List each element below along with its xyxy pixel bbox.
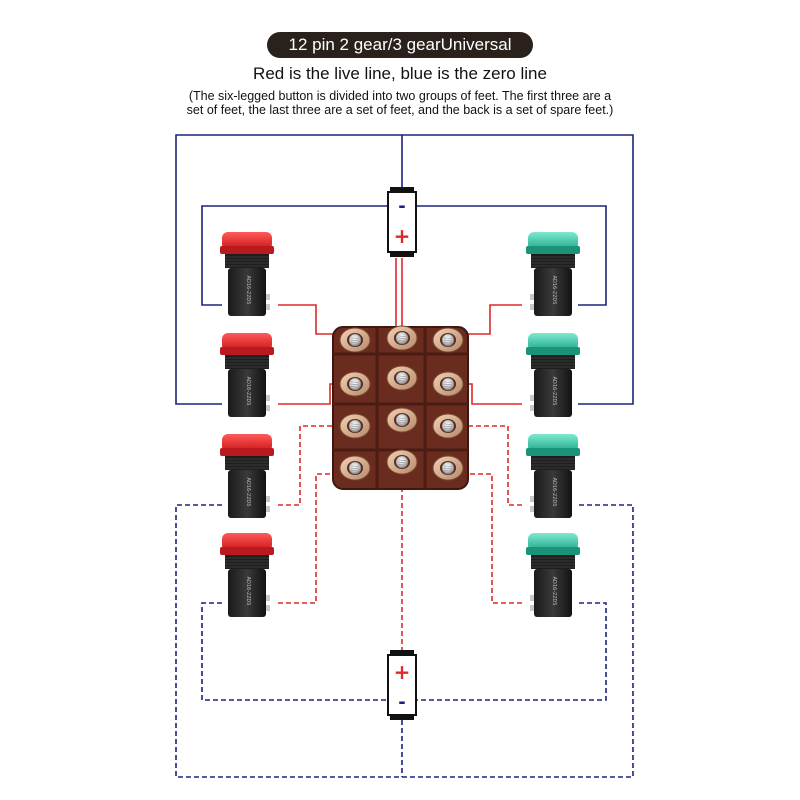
- lamp-model-label: AD16-22DS: [245, 577, 251, 606]
- switch-terminal: [432, 327, 464, 353]
- switch-terminal: [339, 371, 371, 397]
- switch-terminal: [432, 413, 464, 439]
- indicator-lamps: AD16-22DS AD16-22DS AD16-22DS AD16-22DS AD16…: [220, 232, 580, 617]
- red-indicator-lamp: AD16-22DS: [220, 333, 274, 417]
- battery-bottom-plus: +: [394, 660, 411, 684]
- switch-terminals: [339, 325, 464, 481]
- green-indicator-lamp: AD16-22DS: [526, 434, 580, 518]
- battery-bottom: + -: [387, 650, 417, 720]
- red-indicator-lamp: AD16-22DS: [220, 533, 274, 617]
- switch-terminal: [386, 449, 418, 475]
- lamp-model-label: AD16-22DS: [245, 478, 251, 507]
- green-indicator-lamp: AD16-22DS: [526, 533, 580, 617]
- title-badge: 12 pin 2 gear/3 gearUniversal: [267, 32, 533, 58]
- note-line-1: (The six-legged button is divided into t…: [188, 89, 612, 103]
- lamp-model-label: AD16-22DS: [551, 478, 557, 507]
- lamp-model-label: AD16-22DS: [551, 577, 557, 606]
- battery-bottom-minus: -: [398, 692, 405, 713]
- battery-top-plus: +: [394, 224, 411, 248]
- switch-terminal: [432, 455, 464, 481]
- switch-terminal: [386, 365, 418, 391]
- green-indicator-lamp: AD16-22DS: [526, 333, 580, 417]
- lamp-model-label: AD16-22DS: [551, 276, 557, 305]
- lamp-model-label: AD16-22DS: [245, 276, 251, 305]
- note: (The six-legged button is divided into t…: [150, 89, 650, 117]
- green-indicator-lamp: AD16-22DS: [526, 232, 580, 316]
- red-indicator-lamp: AD16-22DS: [220, 232, 274, 316]
- subtitle: Red is the live line, blue is the zero l…: [253, 64, 547, 83]
- battery-top: - +: [387, 187, 417, 257]
- battery-top-minus: -: [398, 196, 405, 217]
- lamp-model-label: AD16-22DS: [551, 377, 557, 406]
- rotary-switch: [332, 325, 469, 490]
- switch-terminal: [339, 413, 371, 439]
- switch-terminal: [386, 325, 418, 351]
- switch-terminal: [339, 327, 371, 353]
- neutral-wires-top: [175, 134, 634, 405]
- note-line-2: set of feet, the last three are a set of…: [186, 103, 614, 117]
- switch-terminal: [339, 455, 371, 481]
- switch-terminal: [432, 371, 464, 397]
- red-indicator-lamp: AD16-22DS: [220, 434, 274, 518]
- switch-terminal: [386, 407, 418, 433]
- lamp-model-label: AD16-22DS: [245, 377, 251, 406]
- neutral-wires-bottom: [175, 504, 634, 778]
